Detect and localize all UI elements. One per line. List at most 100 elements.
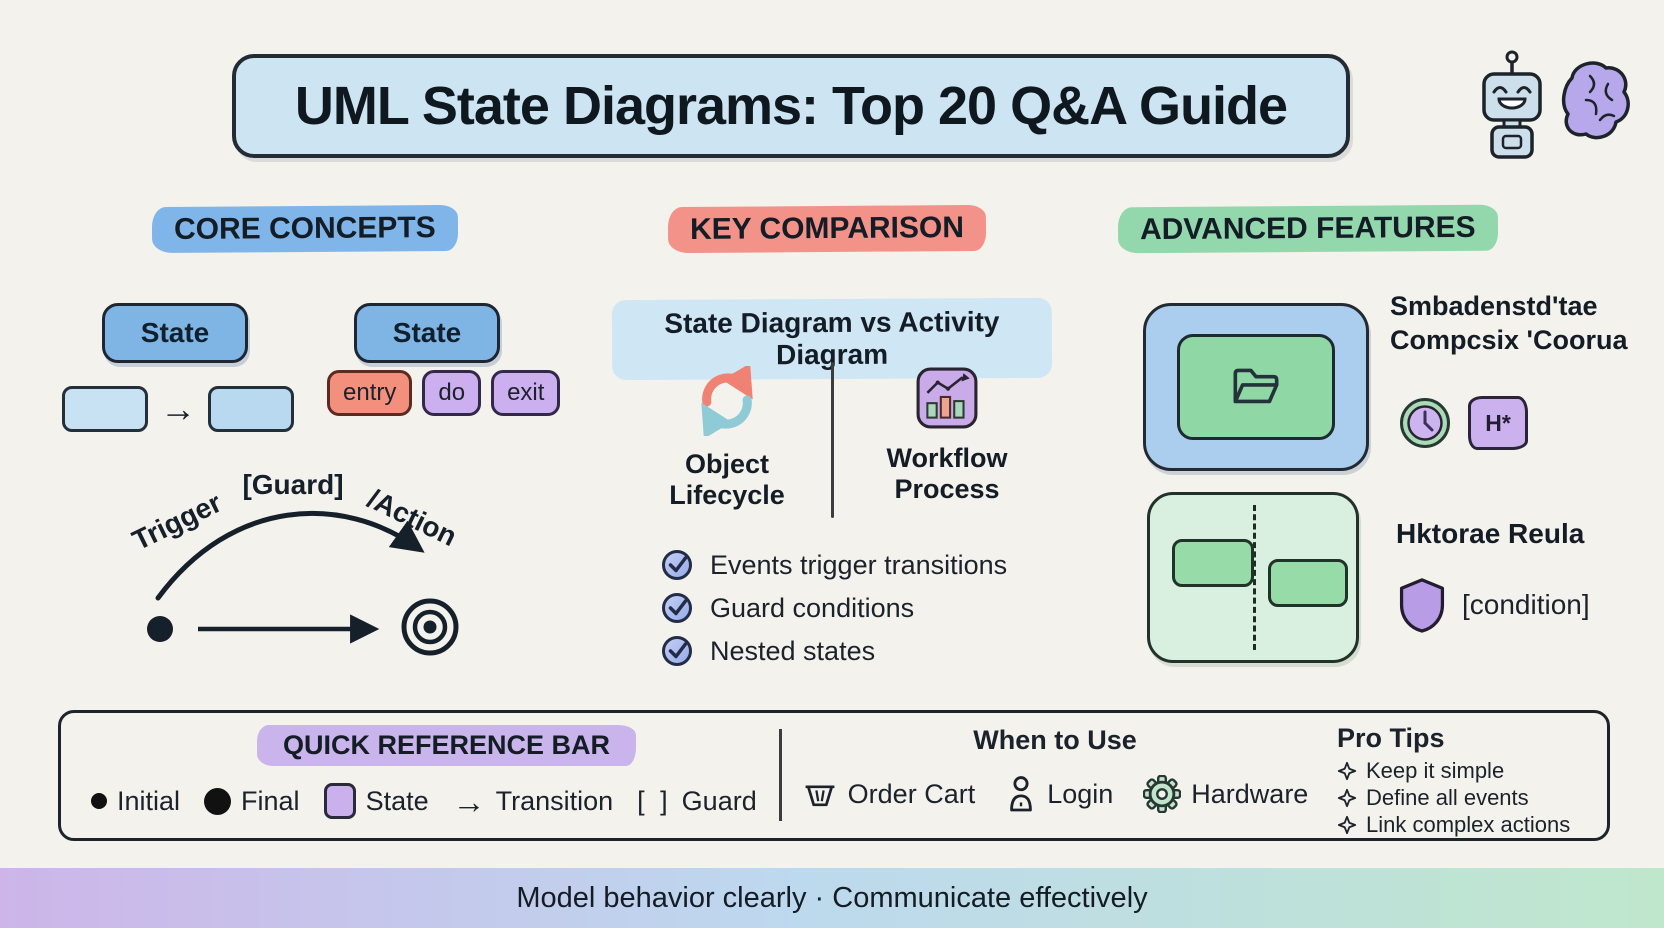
sparkle-icon (1337, 815, 1357, 834)
checklist-item: Nested states (660, 634, 1007, 668)
check-circle-icon (662, 550, 692, 580)
legend-item-state: State (323, 783, 429, 819)
shield-icon (1399, 578, 1445, 633)
use-case-label: Login (1047, 778, 1114, 809)
workflow-process-label: Workflow Process (886, 443, 1008, 505)
key-comparison-header: KEY COMPARISON (667, 204, 987, 254)
when-to-use-title: When to Use (973, 725, 1137, 755)
guard-label: [Guard] (242, 469, 343, 500)
workflow-chart-icon (916, 367, 978, 429)
cart-icon (805, 785, 835, 807)
initial-state-dot (147, 616, 173, 642)
state-transition-example: → (62, 386, 294, 432)
legend-label: State (365, 785, 429, 816)
use-case-label: Order Cart (847, 778, 976, 809)
legend-label: Transition (495, 785, 614, 816)
guard-condition-row: [condition] (1396, 576, 1590, 634)
page-title: UML State Diagrams: Top 20 Q&A Guide (294, 76, 1288, 136)
composite-state-box (1143, 303, 1369, 471)
transition-diagram: Trigger [Guard] /Action (127, 469, 462, 656)
robot-icon (1482, 50, 1542, 159)
composite-inner-state (1177, 334, 1335, 440)
condition-label: [condition] (1462, 589, 1590, 620)
pro-tip-item: Keep it simple (1337, 757, 1601, 784)
use-case-login: Login (1005, 775, 1113, 813)
check-circle-icon (662, 593, 692, 623)
when-to-use-section: When to Use Order Cart L (781, 713, 1329, 838)
pro-tip-item: Link complex actions (1337, 811, 1601, 838)
history-caption: Hktorae Reula (1396, 518, 1585, 549)
composite-state-caption: Smbadenstd'tae Compcsix 'Coorua (1390, 290, 1627, 358)
legend-item-initial: Initial (91, 786, 180, 817)
check-circle-icon (662, 636, 692, 666)
folder-icon (1233, 368, 1279, 404)
state-swatch-icon (323, 783, 356, 819)
region-state-box (1268, 559, 1348, 607)
transition-arrow-icon: → (452, 782, 486, 820)
region-state-box (1172, 539, 1254, 587)
do-pill: do (422, 370, 482, 416)
refbar-divider (779, 729, 782, 821)
legend-item-guard: [ ] Guard (637, 786, 757, 817)
checklist-item: Guard conditions (660, 591, 1007, 625)
state-box: State (102, 303, 248, 363)
final-dot-icon (204, 787, 232, 815)
pro-tips-title: Pro Tips (1337, 723, 1445, 753)
exit-pill: exit (491, 370, 561, 416)
deep-history-badge: H* (1468, 396, 1528, 450)
checklist-text: Events trigger transitions (710, 549, 1008, 580)
state-box: State (354, 303, 500, 363)
footer-tagline: Model behavior clearly · Communicate eff… (516, 881, 1148, 914)
object-lifecycle-label: Object Lifecycle (669, 449, 785, 511)
sparkle-icon (1337, 761, 1357, 780)
caption-line: Smbadenstd'tae (1390, 291, 1598, 321)
legend-item-transition: → Transition (453, 785, 614, 818)
gear-icon (1143, 775, 1182, 813)
symbol-legend: Initial Final State → Transition [ ] Gua… (91, 783, 757, 819)
guard-brackets-icon: [ ] (637, 785, 672, 816)
comparison-divider (831, 362, 834, 518)
robot-brain-icon (1482, 50, 1630, 159)
use-case-hardware: Hardware (1143, 775, 1308, 813)
pro-tip-item: Define all events (1337, 784, 1601, 811)
orthogonal-regions-box (1147, 492, 1359, 663)
quick-reference-bar: QUICK REFERENCE BAR Initial Final State … (58, 710, 1610, 841)
title-banner: UML State Diagrams: Top 20 Q&A Guide (232, 54, 1350, 158)
pro-tip-text: Keep it simple (1366, 758, 1505, 783)
footer-tagline-bar: Model behavior clearly · Communicate eff… (0, 868, 1664, 928)
legend-label: Initial (117, 785, 181, 816)
advanced-features-header: ADVANCED FEATURES (1117, 204, 1498, 254)
use-case-label: Hardware (1191, 778, 1309, 809)
comparison-checklist: Events trigger transitions Guard conditi… (660, 548, 1007, 668)
core-concepts-header: CORE CONCEPTS (151, 204, 458, 254)
checklist-text: Nested states (710, 635, 876, 666)
source-state-box (62, 386, 148, 432)
legend-label: Final (241, 785, 300, 816)
clock-icon (1400, 398, 1450, 448)
initial-dot-icon (91, 793, 107, 809)
person-icon (1010, 776, 1033, 812)
brain-icon (1561, 61, 1630, 140)
sparkle-icon (1337, 788, 1357, 807)
activity-diagram-cell: Workflow Process (872, 366, 1022, 505)
use-case-order-cart: Order Cart (802, 775, 976, 813)
legend-label: Guard (681, 785, 757, 816)
state-activities: entry do exit (327, 370, 561, 416)
cycle-arrows-icon (701, 363, 753, 439)
caption-line: Compcsix 'Coorua (1390, 324, 1628, 355)
pro-tip-text: Link complex actions (1366, 812, 1571, 837)
history-icons-row: H* (1398, 396, 1528, 450)
entry-pill: entry (327, 370, 413, 416)
target-state-box (208, 386, 294, 432)
transition-curve (155, 510, 425, 601)
state-diagram-cell: Object Lifecycle (652, 363, 802, 511)
quick-reference-title: QUICK REFERENCE BAR (257, 725, 637, 766)
when-to-use-items: Order Cart Login (781, 775, 1329, 813)
region-divider (1253, 505, 1256, 650)
legend-item-final: Final (204, 786, 300, 817)
pro-tip-text: Define all events (1366, 785, 1529, 810)
final-state-bullseye (401, 598, 459, 656)
transition-arrow-icon: → (160, 388, 196, 429)
pro-tips-section: Pro Tips Keep it simple Define all event… (1337, 723, 1601, 838)
